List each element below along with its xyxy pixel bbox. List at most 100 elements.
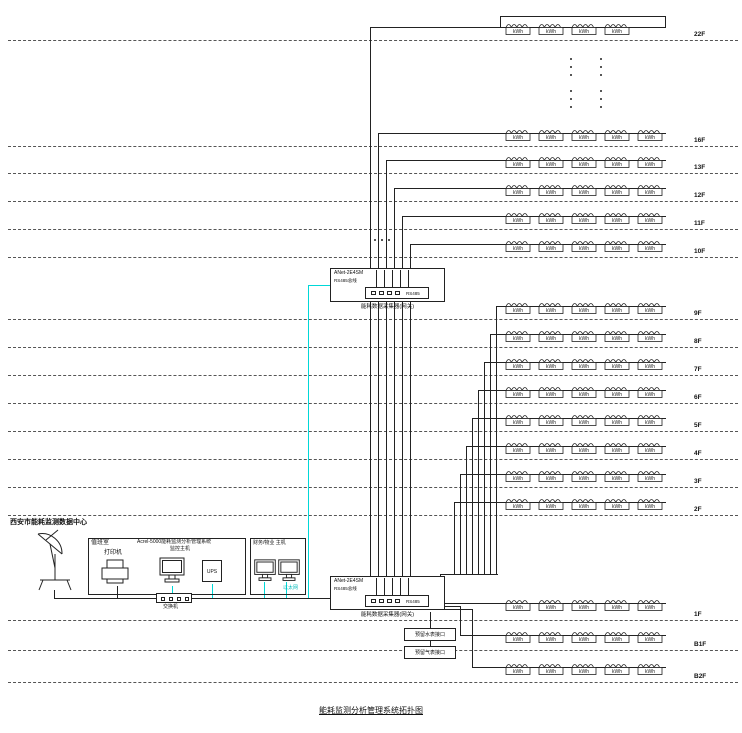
meter: kWh	[635, 497, 665, 510]
gateway-bus-label: RS485总线	[334, 278, 357, 283]
floor-label: 2F	[694, 506, 702, 513]
wire	[378, 133, 379, 576]
meter-label: kWh	[546, 336, 556, 342]
floor-line	[8, 459, 738, 460]
meter: kWh	[602, 128, 632, 141]
finance-host-icon	[278, 559, 300, 581]
floor-label: 12F	[694, 192, 706, 199]
meter: kWh	[503, 128, 533, 141]
meter: kWh	[569, 385, 599, 398]
wire	[478, 390, 479, 574]
meter-label: kWh	[546, 364, 556, 370]
cable	[392, 578, 393, 595]
wire	[445, 609, 472, 610]
meter-label: kWh	[645, 218, 655, 224]
meter: kWh	[602, 22, 632, 35]
switch-port	[161, 597, 165, 601]
ellipsis-dot	[388, 239, 390, 241]
wire	[430, 641, 431, 646]
meter: kWh	[536, 329, 566, 342]
cable	[400, 270, 401, 287]
reserved-interface-box: 预留水表接口	[404, 628, 456, 641]
switch-label: 交换机	[163, 604, 179, 610]
ellipsis-dot	[570, 106, 572, 108]
ellipsis-dot	[600, 90, 602, 92]
printer-icon	[101, 559, 129, 584]
floor-label: B1F	[694, 641, 707, 648]
meter-label: kWh	[645, 135, 655, 141]
meter-label: kWh	[513, 246, 523, 252]
ellipsis-dot	[600, 98, 602, 100]
gateway-port	[379, 599, 384, 603]
meter: kWh	[569, 662, 599, 675]
wire	[212, 584, 213, 598]
cable	[408, 578, 409, 595]
meter-label: kWh	[645, 669, 655, 675]
meter-label: kWh	[513, 669, 523, 675]
meter-label: kWh	[513, 336, 523, 342]
meter-label: kWh	[579, 448, 589, 454]
meter-label: kWh	[645, 162, 655, 168]
meter-label: kWh	[645, 308, 655, 314]
ethernet-switch	[156, 593, 192, 603]
meter-label: kWh	[513, 135, 523, 141]
floor-line	[8, 146, 738, 147]
meter-label: kWh	[513, 190, 523, 196]
meter-label: kWh	[645, 504, 655, 510]
meter-label: kWh	[645, 448, 655, 454]
gateway-device: RS485	[365, 287, 429, 299]
meter-label: kWh	[546, 162, 556, 168]
floor-label: 8F	[694, 338, 702, 345]
meter: kWh	[635, 301, 665, 314]
meter: kWh	[635, 662, 665, 675]
printer-label: 打印机	[104, 550, 123, 556]
meter-label: kWh	[546, 420, 556, 426]
cable	[376, 578, 377, 595]
wire	[454, 502, 455, 574]
meter: kWh	[503, 662, 533, 675]
meter: kWh	[635, 630, 665, 643]
meter-label: kWh	[612, 364, 622, 370]
meter-label: kWh	[612, 605, 622, 611]
meter: kWh	[503, 329, 533, 342]
wire	[472, 418, 666, 419]
meter: kWh	[536, 128, 566, 141]
wire	[472, 609, 473, 667]
meter-label: kWh	[612, 476, 622, 482]
meter: kWh	[602, 662, 632, 675]
meter-label: kWh	[546, 190, 556, 196]
meter: kWh	[569, 211, 599, 224]
switch-port	[185, 597, 189, 601]
wire	[500, 16, 666, 17]
cable	[392, 270, 393, 287]
gateway-device: RS485	[365, 595, 429, 607]
meter-label: kWh	[579, 29, 589, 35]
wire	[402, 216, 666, 217]
meter-label: kWh	[645, 605, 655, 611]
wire	[440, 574, 441, 577]
meter-label: kWh	[513, 364, 523, 370]
meter-label: kWh	[546, 476, 556, 482]
meter-label: kWh	[612, 190, 622, 196]
meter-label: kWh	[579, 308, 589, 314]
floor-line	[8, 229, 738, 230]
floor-label: B2F	[694, 673, 707, 680]
wire	[402, 216, 403, 576]
gateway-caption: 能耗数据采集器(网关)	[360, 304, 415, 310]
meter-label: kWh	[579, 392, 589, 398]
wire	[665, 16, 666, 27]
reserved-interface-label: 预留水表接口	[414, 632, 445, 638]
meter: kWh	[602, 183, 632, 196]
meter: kWh	[569, 22, 599, 35]
meter: kWh	[635, 239, 665, 252]
meter-label: kWh	[579, 669, 589, 675]
meter: kWh	[635, 211, 665, 224]
floor-label: 11F	[694, 220, 705, 227]
wire	[490, 334, 491, 574]
meter-label: kWh	[645, 476, 655, 482]
monitor-host-icon	[159, 557, 185, 583]
meter: kWh	[536, 469, 566, 482]
meter: kWh	[503, 155, 533, 168]
